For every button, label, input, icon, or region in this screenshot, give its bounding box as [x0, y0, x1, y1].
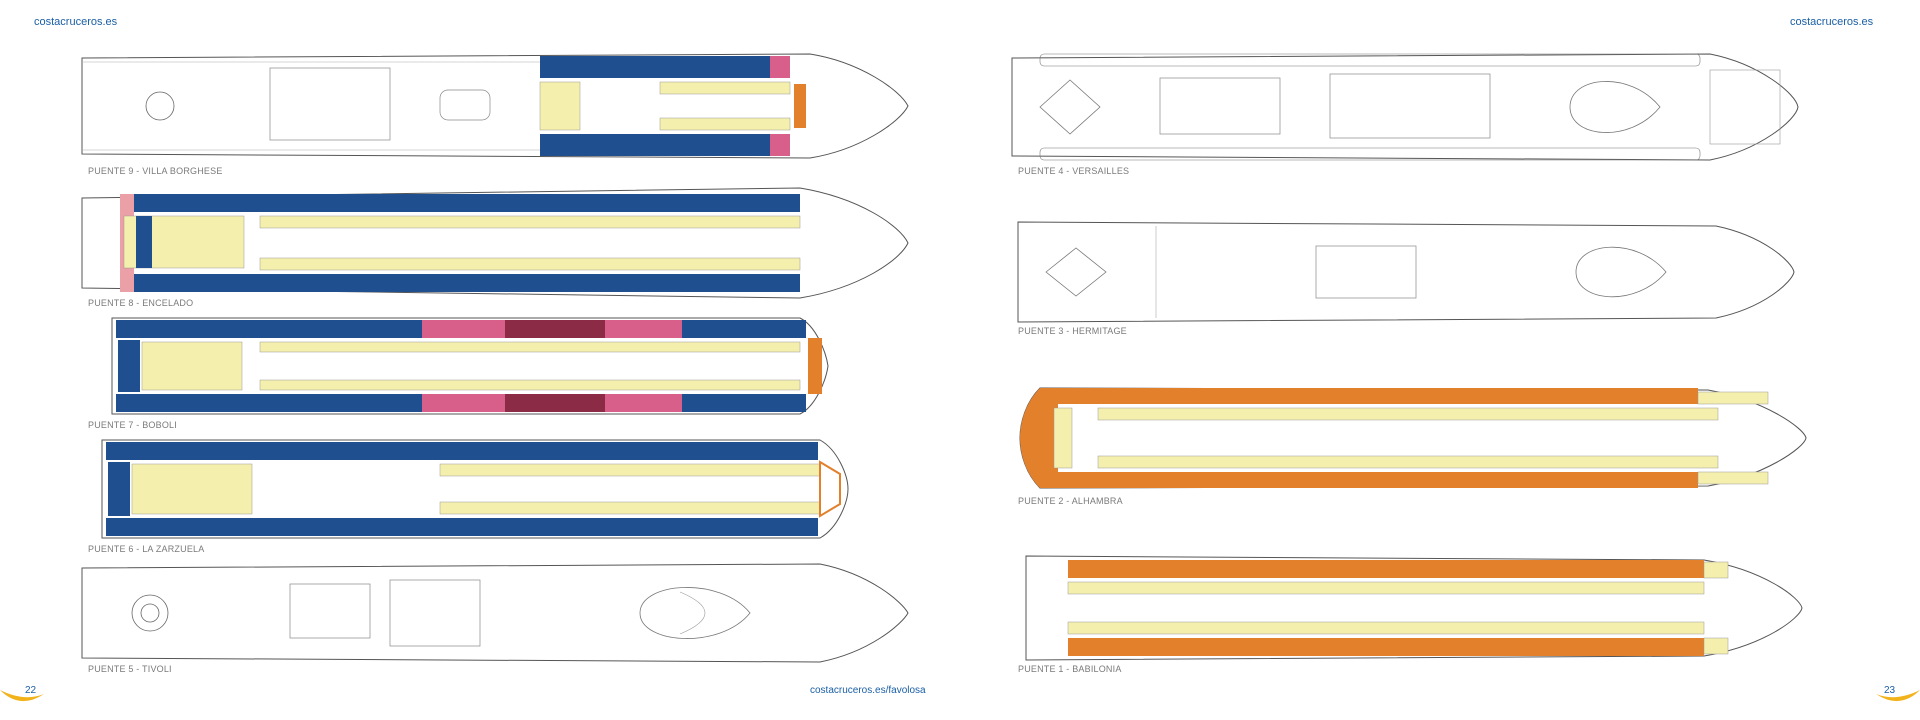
deck-8-label: PUENTE 8 - ENCELADO	[88, 298, 194, 308]
deck-3-label: PUENTE 3 - HERMITAGE	[1018, 326, 1127, 336]
deck-3-plan	[1017, 221, 1795, 323]
deck-5-label: PUENTE 5 - TIVOLI	[88, 664, 172, 674]
deck-4-label: PUENTE 4 - VERSAILLES	[1018, 166, 1130, 176]
page-swoosh-right-icon	[1876, 690, 1920, 702]
page-swoosh-left-icon	[0, 690, 44, 702]
deck-9-label: PUENTE 9 - VILLA BORGHESE	[88, 166, 223, 176]
deck-5-plan	[81, 563, 909, 663]
deck-1-label: PUENTE 1 - BABILONIA	[1018, 664, 1122, 674]
deck-2-plan	[1019, 387, 1807, 489]
deck-7-plan	[111, 317, 829, 415]
deck-2-label: PUENTE 2 - ALHAMBRA	[1018, 496, 1123, 506]
page-number-right: 23	[1884, 685, 1896, 696]
deck-1-plan	[1025, 555, 1803, 661]
deck-4-plan	[1011, 53, 1799, 161]
page-number-left: 22	[25, 685, 37, 696]
deck-9-plan	[81, 53, 909, 159]
site-link-left[interactable]: costacruceros.es	[34, 16, 118, 28]
site-link-right[interactable]: costacruceros.es	[1790, 16, 1874, 28]
deck-6-plan	[101, 439, 849, 539]
deck-6-label: PUENTE 6 - LA ZARZUELA	[88, 544, 205, 554]
deck-8-plan	[81, 187, 909, 299]
deck-7-label: PUENTE 7 - BOBOLI	[88, 420, 177, 430]
footer-url-link[interactable]: costacruceros.es/favolosa	[810, 685, 926, 696]
